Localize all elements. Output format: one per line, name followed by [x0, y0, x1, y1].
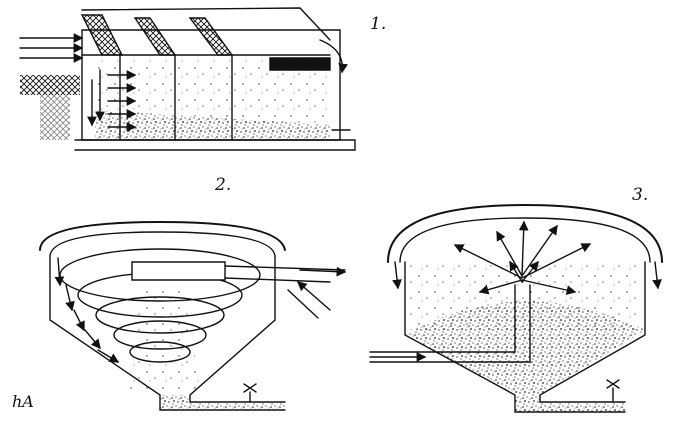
figure-1-label: 1. [370, 14, 387, 34]
vortex-settling-tank [39, 220, 347, 411]
vertical-settling-tank [369, 203, 663, 413]
figure-3-label: 3. [632, 185, 649, 205]
figure-2-label: 2. [215, 175, 232, 195]
horizontal-settling-tank [19, 7, 356, 151]
artist-signature: hA [12, 392, 34, 411]
